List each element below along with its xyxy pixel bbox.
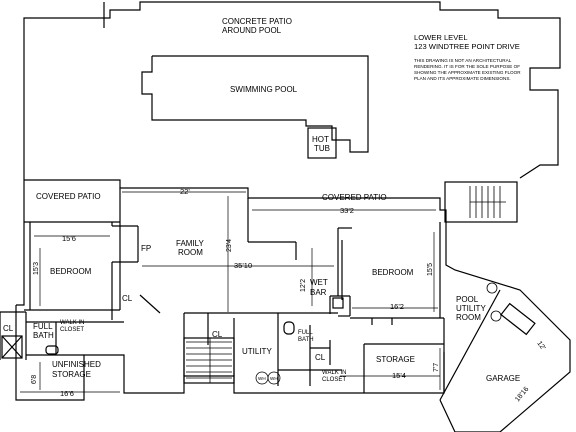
- disclaimer-line-2: RENDERING. IT IS FOR THE SOLE PURPOSE OF: [414, 64, 520, 69]
- dim-bedroom-left-width: 15'6: [62, 234, 76, 243]
- fireplace-label: FP: [141, 244, 151, 253]
- disclaimer-line-1: THIS DRAWING IS NOT AN ARCHITECTURAL: [414, 58, 512, 63]
- covered-patio-right-label: COVERED PATIO: [322, 193, 387, 202]
- pool-equipment-2: [490, 310, 502, 322]
- stair-right: [444, 181, 518, 223]
- dim-bedroom-left-depth: 15'3: [33, 262, 40, 275]
- garage-label: GARAGE: [486, 374, 520, 383]
- dim-family-length: 35'10: [234, 261, 252, 270]
- water-heater-label-2: WH: [270, 376, 278, 381]
- dim-garage-depth: 12': [535, 340, 546, 351]
- closet-utility-label: CL: [212, 330, 223, 339]
- dim-bedroom-right-depth: 15'5: [427, 263, 434, 276]
- patio-label-2: AROUND POOL: [222, 26, 282, 35]
- covered-patio-left-label: COVERED PATIO: [36, 192, 101, 201]
- wet-bar-label-1: WET: [310, 278, 328, 287]
- utility-label: UTILITY: [242, 347, 272, 356]
- walk-in-closet-left-label-2: CLOSET: [60, 327, 84, 333]
- unfinished-storage-label-1: UNFINISHED: [52, 360, 101, 369]
- walk-in-closet-left-label-1: WALK IN: [60, 320, 84, 326]
- water-heaters: [255, 282, 502, 385]
- full-bath-mid-label-2: BATH: [298, 337, 314, 343]
- bedroom-right-label: BEDROOM: [372, 268, 414, 277]
- water-heater-label-1: WH: [258, 376, 266, 381]
- stair-treads: [186, 186, 506, 383]
- dim-family-depth: 23'4: [226, 239, 233, 252]
- wet-bar-label-2: BAR: [310, 288, 327, 297]
- garage-door-block: [500, 302, 536, 336]
- dim-unfinished-depth: 6'8: [31, 375, 38, 384]
- disclaimer-line-4: PLAN AND ITS APPROXIMATE DIMENSIONS.: [414, 76, 511, 81]
- dim-family-width: 22': [180, 187, 190, 196]
- disclaimer-line-3: SHOWING THE APPROXIMATE EXISTING FLOOR: [414, 70, 521, 75]
- bedroom-left-label: BEDROOM: [50, 267, 92, 276]
- walk-in-closet-mid-label-2: CLOSET: [322, 377, 346, 383]
- shower-left: [1, 335, 23, 359]
- patio-boundary: [23, 1, 561, 180]
- closet-bath-label: CL: [315, 353, 326, 362]
- hot-tub-label-2: TUB: [314, 144, 330, 153]
- swimming-pool-label: SWIMMING POOL: [230, 85, 298, 94]
- pool-utility-label-1: POOL: [456, 295, 479, 304]
- dim-storage-depth: 7'7: [433, 363, 440, 372]
- unfinished-storage-label-2: STORAGE: [52, 370, 91, 379]
- stair-left: [183, 337, 235, 384]
- title-line-2: 123 WINDTREE POINT DRIVE: [414, 42, 520, 51]
- dimension-lines: [20, 191, 441, 393]
- full-bath-left-label-2: BATH: [33, 331, 54, 340]
- dim-bedroom-right-width: 16'2: [390, 302, 404, 311]
- toilet-mid: [283, 321, 295, 335]
- dim-bar-depth: 12'2: [300, 279, 307, 292]
- walk-in-closet-mid-label-1: WALK IN: [322, 370, 346, 376]
- pool-equipment-1: [486, 282, 498, 294]
- pool-utility-label-2: UTILITY: [456, 304, 486, 313]
- water-heater-2: [267, 371, 281, 385]
- house-outline: [24, 179, 571, 432]
- family-room-label-1: FAMILY: [176, 239, 205, 248]
- bar-sink: [332, 297, 344, 309]
- hot-tub-label-1: HOT: [312, 135, 329, 144]
- dim-garage-width: 18'16: [514, 386, 530, 404]
- pool-utility-label-3: ROOM: [456, 313, 481, 322]
- swimming-pool-outline: [141, 55, 369, 153]
- storage-label: STORAGE: [376, 355, 415, 364]
- patio-boundary-left: [16, 180, 25, 306]
- title-line-1: LOWER LEVEL: [414, 33, 468, 42]
- closet-left-label: CL: [122, 294, 133, 303]
- house-outline-lower: [15, 305, 445, 401]
- dim-patio-width: 33'2: [340, 206, 354, 215]
- full-bath-left-label-1: FULL: [33, 322, 53, 331]
- hot-tub: [307, 127, 337, 159]
- family-room-label-2: ROOM: [178, 248, 203, 257]
- full-bath-mid-label-1: FULL: [298, 330, 313, 336]
- sink-left: [45, 345, 59, 355]
- patio-label-1: CONCRETE PATIO: [222, 17, 292, 26]
- dim-unfinished-width: 16'6: [60, 389, 74, 398]
- dim-storage-width: 15'4: [392, 371, 406, 380]
- closet-far-left-label: CL: [3, 324, 14, 333]
